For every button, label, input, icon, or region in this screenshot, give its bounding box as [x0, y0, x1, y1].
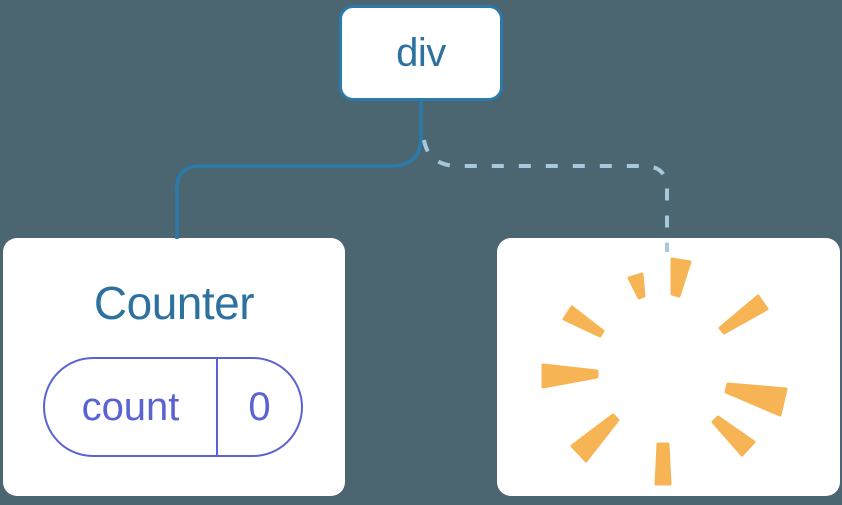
poof-icon	[541, 257, 788, 486]
counter-component-card: Counter count 0	[3, 238, 345, 496]
root-div-node: div	[339, 5, 503, 101]
removed-component-card	[497, 238, 840, 496]
state-value-label: 0	[248, 384, 271, 429]
dashed-connector-line	[422, 139, 669, 252]
solid-connector-line	[175, 101, 423, 239]
counter-title: Counter	[93, 277, 255, 329]
state-key-label: count	[45, 359, 218, 455]
root-node-label: div	[396, 30, 446, 75]
state-pill: count 0	[43, 357, 303, 457]
